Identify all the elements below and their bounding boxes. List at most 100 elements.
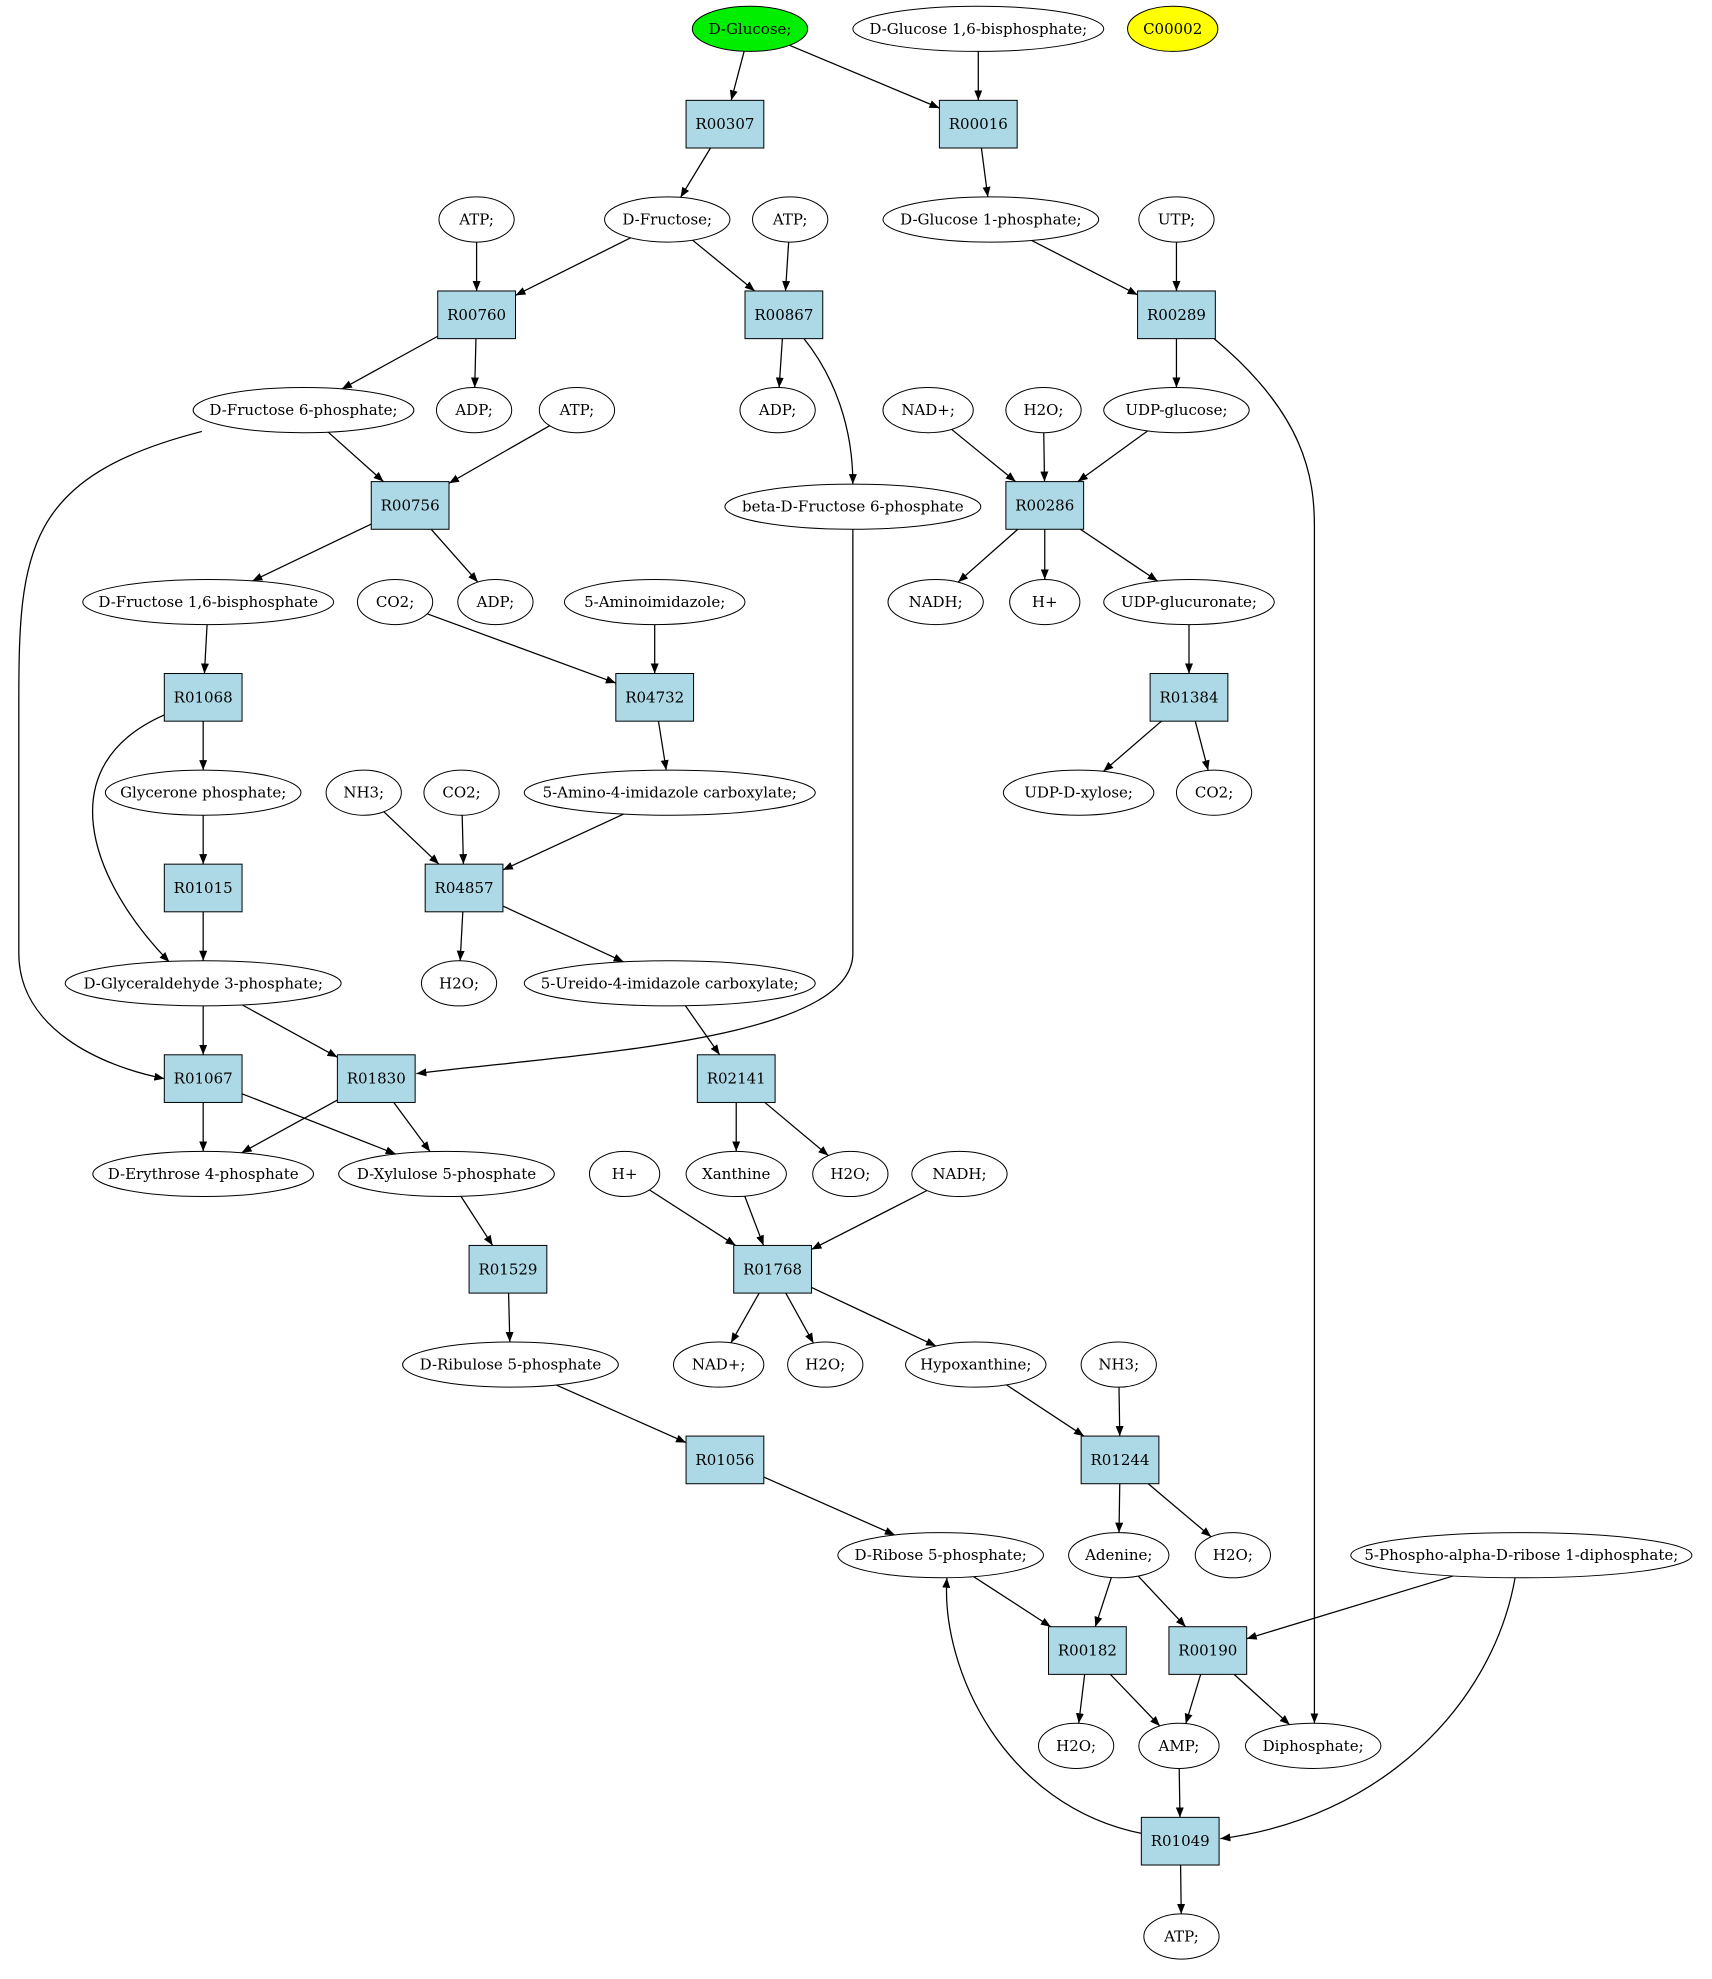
node-label: NH3;: [343, 784, 384, 802]
compound-node-c_adp1[interactable]: ADP;: [435, 387, 513, 434]
compound-node-c_x5p[interactable]: D-Xylulose 5-phosphate: [338, 1150, 555, 1198]
compound-node-c_amp[interactable]: AMP;: [1138, 1722, 1220, 1769]
compound-node-c_nadh2[interactable]: NADH;: [911, 1150, 1008, 1198]
edge-r_R02141-to-c_h2o3: [764, 1101, 829, 1157]
edge-c_fructose-to-r_R00867: [692, 239, 756, 292]
compound-node-c_aica[interactable]: 5-Amino-4-imidazole carboxylate;: [523, 769, 816, 816]
node-label: ADP;: [454, 401, 492, 419]
reaction-node-r_R01384[interactable]: R01384: [1149, 673, 1229, 722]
compound-node-c_utp[interactable]: UTP;: [1138, 196, 1215, 243]
reaction-node-r_R00756[interactable]: R00756: [370, 481, 450, 530]
compound-node-c_ppi[interactable]: Diphosphate;: [1244, 1722, 1382, 1769]
compound-node-c_e4p[interactable]: D-Erythrose 4-phosphate: [92, 1150, 315, 1198]
reaction-node-r_R01244[interactable]: R01244: [1080, 1435, 1160, 1485]
reaction-node-r_R02141[interactable]: R02141: [696, 1054, 776, 1103]
compound-ellipse: [192, 387, 415, 434]
compound-node-c_g16bp[interactable]: D-Glucose 1,6-bisphosphate;: [852, 5, 1105, 52]
reaction-box: [424, 863, 504, 913]
compound-node-c_nadp[interactable]: NAD+;: [882, 387, 974, 434]
compound-node-c_udpxyl[interactable]: UDP-D-xylose;: [1002, 769, 1155, 816]
compound-node-c_ru5p[interactable]: D-Ribulose 5-phosphate: [402, 1341, 619, 1388]
compound-node-c_nh3a[interactable]: NH3;: [325, 769, 402, 816]
compound-node-c_r5p[interactable]: D-Ribose 5-phosphate;: [837, 1532, 1045, 1579]
edge-r_R00867-to-c_bf6p: [803, 338, 857, 485]
reaction-node-r_R00016[interactable]: R00016: [938, 99, 1018, 149]
compound-node-c_co2a[interactable]: CO2;: [356, 578, 434, 626]
reaction-node-r_R01015[interactable]: R01015: [163, 863, 243, 913]
edge-c_f6p-to-r_R01067: [18, 430, 203, 1081]
compound-ellipse: [1143, 1913, 1220, 1960]
compound-node-c_prpp[interactable]: 5-Phospho-alpha-D-ribose 1-diphosphate;: [1350, 1532, 1693, 1579]
reaction-node-r_R01049[interactable]: R01049: [1140, 1816, 1220, 1866]
reaction-node-r_R00289[interactable]: R00289: [1137, 290, 1216, 340]
node-label: Hypoxanthine;: [920, 1356, 1031, 1374]
edge-r_R00286-to-c_nadh1: [957, 528, 1019, 583]
edge-r_R01768-to-c_hypox: [811, 1286, 937, 1347]
node-label: Xanthine: [702, 1165, 770, 1183]
compound-node-c_atp2[interactable]: ATP;: [752, 196, 829, 243]
compound-node-c_uica[interactable]: 5-Ureido-4-imidazole carboxylate;: [523, 960, 816, 1007]
compound-node-c_h2o4[interactable]: H2O;: [787, 1341, 864, 1388]
node-label: D-Fructose 6-phosphate;: [209, 401, 397, 419]
reaction-node-r_R01529[interactable]: R01529: [468, 1244, 548, 1294]
reaction-node-r_R04732[interactable]: R04732: [615, 673, 695, 722]
compound-node-c_gap[interactable]: D-Glyceraldehyde 3-phosphate;: [64, 960, 342, 1007]
compound-node-c_hypox[interactable]: Hypoxanthine;: [905, 1341, 1047, 1388]
reaction-node-r_R00867[interactable]: R00867: [744, 290, 824, 340]
compound-node-c_h2o3[interactable]: H2O;: [812, 1150, 889, 1198]
node-label: R01056: [695, 1451, 754, 1469]
compound-node-c_fbp[interactable]: D-Fructose 1,6-bisphosphate: [82, 578, 335, 626]
compound-node-c_udpglcA[interactable]: UDP-glucuronate;: [1103, 578, 1275, 626]
compound-node-c_atp1[interactable]: ATP;: [438, 196, 515, 243]
compound-ellipse: [691, 5, 809, 52]
node-label: R01015: [174, 879, 233, 897]
compound-node-c_udpglc[interactable]: UDP-glucose;: [1103, 387, 1250, 434]
compound-ellipse: [1127, 5, 1219, 52]
node-label: R00760: [447, 306, 506, 324]
node-label: R00289: [1147, 306, 1206, 324]
compound-node-c_glucose[interactable]: D-Glucose;: [691, 5, 809, 52]
compound-node-c_atp3[interactable]: ATP;: [538, 387, 616, 434]
reaction-node-r_R01768[interactable]: R01768: [733, 1244, 812, 1294]
reaction-node-r_R01067[interactable]: R01067: [163, 1054, 243, 1103]
compound-node-c_nadp2[interactable]: NAD+;: [673, 1341, 765, 1388]
compound-node-c_co2c[interactable]: CO2;: [1175, 769, 1253, 816]
node-label: UTP;: [1158, 210, 1195, 228]
compound-node-c_hplus1[interactable]: H+: [1009, 578, 1081, 626]
reaction-node-r_R00760[interactable]: R00760: [437, 290, 516, 340]
compound-node-c_adp2[interactable]: ADP;: [739, 387, 816, 434]
compound-node-c_atp4[interactable]: ATP;: [1143, 1913, 1220, 1960]
compound-node-c_nadh1[interactable]: NADH;: [887, 578, 984, 626]
node-label: ADP;: [476, 593, 514, 611]
compound-node-c_f6p[interactable]: D-Fructose 6-phosphate;: [192, 387, 415, 434]
compound-node-c_h2o1[interactable]: H2O;: [1005, 387, 1082, 434]
node-label: R00756: [381, 496, 440, 514]
compound-node-c_co2b[interactable]: CO2;: [423, 769, 500, 816]
reaction-node-r_R01056[interactable]: R01056: [685, 1435, 765, 1485]
node-label: R01244: [1091, 1451, 1150, 1469]
compound-node-c_h2o2[interactable]: H2O;: [420, 960, 498, 1007]
compound-node-c_xanthine[interactable]: Xanthine: [685, 1150, 787, 1198]
reaction-node-r_R01830[interactable]: R01830: [336, 1054, 416, 1103]
compound-node-c_5ai[interactable]: 5-Aminoimidazole;: [563, 578, 746, 626]
node-label: R00307: [695, 115, 754, 133]
compound-node-c_bf6p[interactable]: beta-D-Fructose 6-phosphate: [724, 483, 982, 530]
compound-node-c_h2o5[interactable]: H2O;: [1194, 1532, 1272, 1579]
reaction-node-r_R00286[interactable]: R00286: [1005, 481, 1085, 530]
node-label: R00016: [949, 115, 1008, 133]
reaction-node-r_R04857[interactable]: R04857: [424, 863, 504, 913]
compound-node-c_adenine[interactable]: Adenine;: [1068, 1532, 1170, 1579]
compound-node-c_g1p[interactable]: D-Glucose 1-phosphate;: [882, 196, 1100, 243]
compound-node-c_adp3[interactable]: ADP;: [457, 578, 534, 626]
reaction-node-r_R00182[interactable]: R00182: [1048, 1626, 1127, 1675]
compound-node-c_fructose[interactable]: D-Fructose;: [604, 196, 731, 243]
compound-node-c_h2o6[interactable]: H2O;: [1037, 1722, 1115, 1769]
reaction-node-r_R00307[interactable]: R00307: [685, 99, 765, 149]
compound-node-c_c00002[interactable]: C00002: [1127, 5, 1219, 52]
compound-node-c_hplus2[interactable]: H+: [588, 1150, 661, 1198]
compound-node-c_nh3b[interactable]: NH3;: [1080, 1341, 1157, 1388]
edge-c_amp-to-r_R01049: [1175, 1768, 1184, 1818]
reaction-node-r_R01068[interactable]: R01068: [163, 673, 243, 722]
reaction-node-r_R00190[interactable]: R00190: [1168, 1626, 1248, 1675]
compound-node-c_dhap[interactable]: Glycerone phosphate;: [104, 769, 302, 816]
